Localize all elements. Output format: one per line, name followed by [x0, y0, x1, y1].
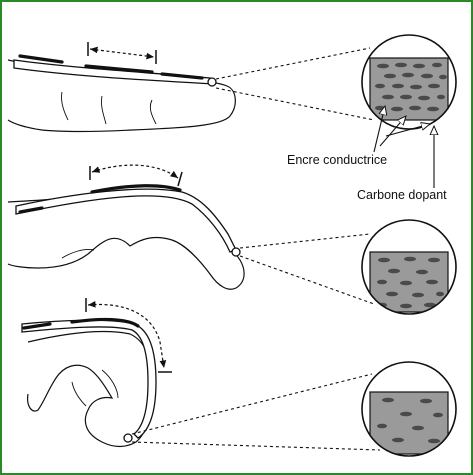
label-conductive-ink: Encre conductrice — [287, 153, 387, 167]
zoom-circle-1 — [362, 35, 456, 129]
label-doped-carbon: Carbone dopant — [357, 188, 447, 202]
zoom-circle-3 — [362, 362, 456, 456]
bend-arrow-1 — [88, 42, 156, 64]
sensor-tip-1 — [208, 78, 216, 86]
panel-fully-bent-finger — [22, 298, 456, 456]
zoom-circle-2 — [362, 220, 456, 314]
panel-straight-finger: Encre conductrice Carbone dopant — [8, 35, 456, 202]
bend-arrow-2 — [90, 165, 182, 186]
bend-arrow-3 — [86, 298, 172, 372]
sensor-strip-1 — [14, 60, 214, 84]
sensor-tip-3 — [124, 434, 132, 442]
sensor-tip-2 — [232, 248, 240, 256]
fully-bent-finger — [28, 332, 152, 447]
